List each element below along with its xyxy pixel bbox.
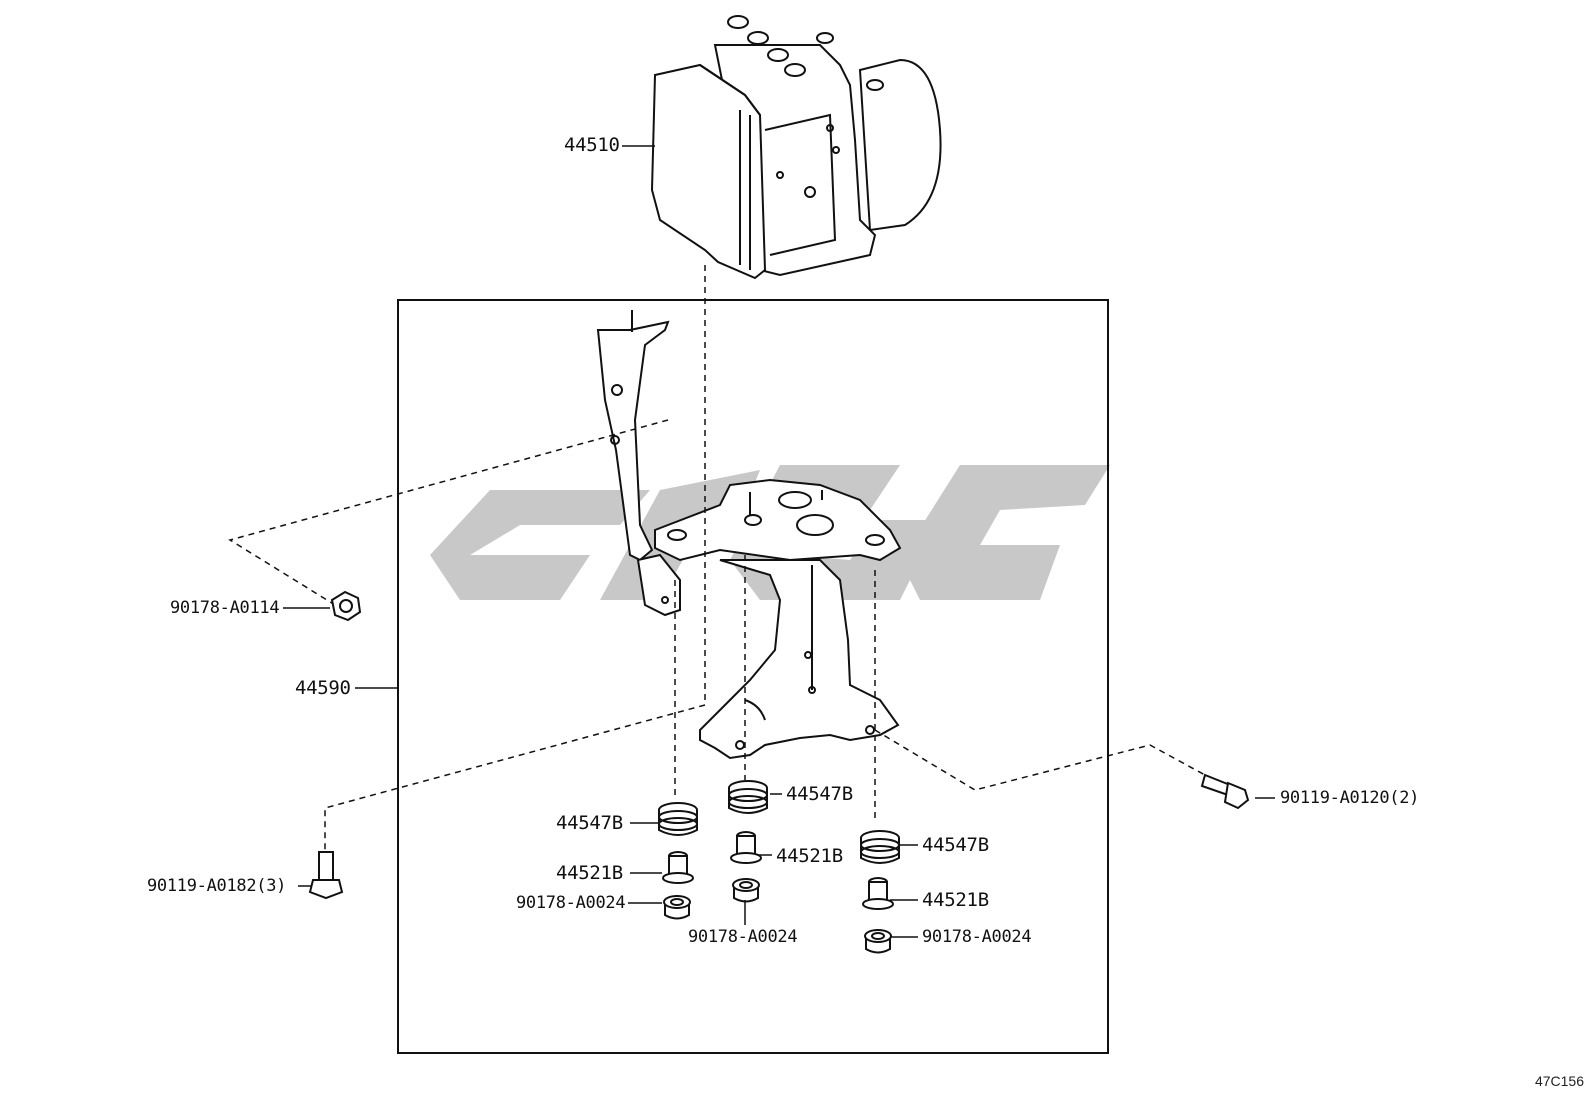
nut-1 [663,895,691,920]
label-bolt-right: 90119-A0120(2) [1280,788,1420,808]
label-collar-1: 44521B [556,862,623,884]
label-nut-1: 90178-A0024 [516,893,626,913]
label-bolt-left: 90119-A0182(3) [147,876,287,896]
label-cushion-2: 44547B [786,783,853,805]
leader-lines [283,145,1275,938]
collar-2 [730,831,762,864]
cushion-2 [728,780,768,814]
label-nut-3: 90178-A0024 [922,927,1032,947]
bracket-drawing [596,310,902,760]
reference-code: 47C156 [1534,1073,1584,1089]
label-nut-upper: 90178-A0114 [170,598,280,618]
collar-3 [862,877,894,910]
flange-nut-upper [330,590,362,622]
dashed-assembly-lines [228,265,1206,850]
abs-actuator-drawing [650,15,942,280]
nut-3 [864,929,892,954]
cushion-3 [860,830,900,864]
label-collar-3: 44521B [922,889,989,911]
hardware-parts [308,590,1250,954]
label-collar-2: 44521B [776,845,843,867]
cushion-1 [658,802,698,836]
label-abs-actuator: 44510 [564,134,620,156]
bolt-left [318,851,334,881]
nut-2 [732,878,760,903]
label-cushion-3: 44547B [922,834,989,856]
label-bracket-assy: 44590 [295,677,351,699]
label-nut-2: 90178-A0024 [688,927,798,947]
collar-1 [662,851,694,884]
bracket-group-box [397,299,1109,1054]
label-cushion-1: 44547B [556,812,623,834]
